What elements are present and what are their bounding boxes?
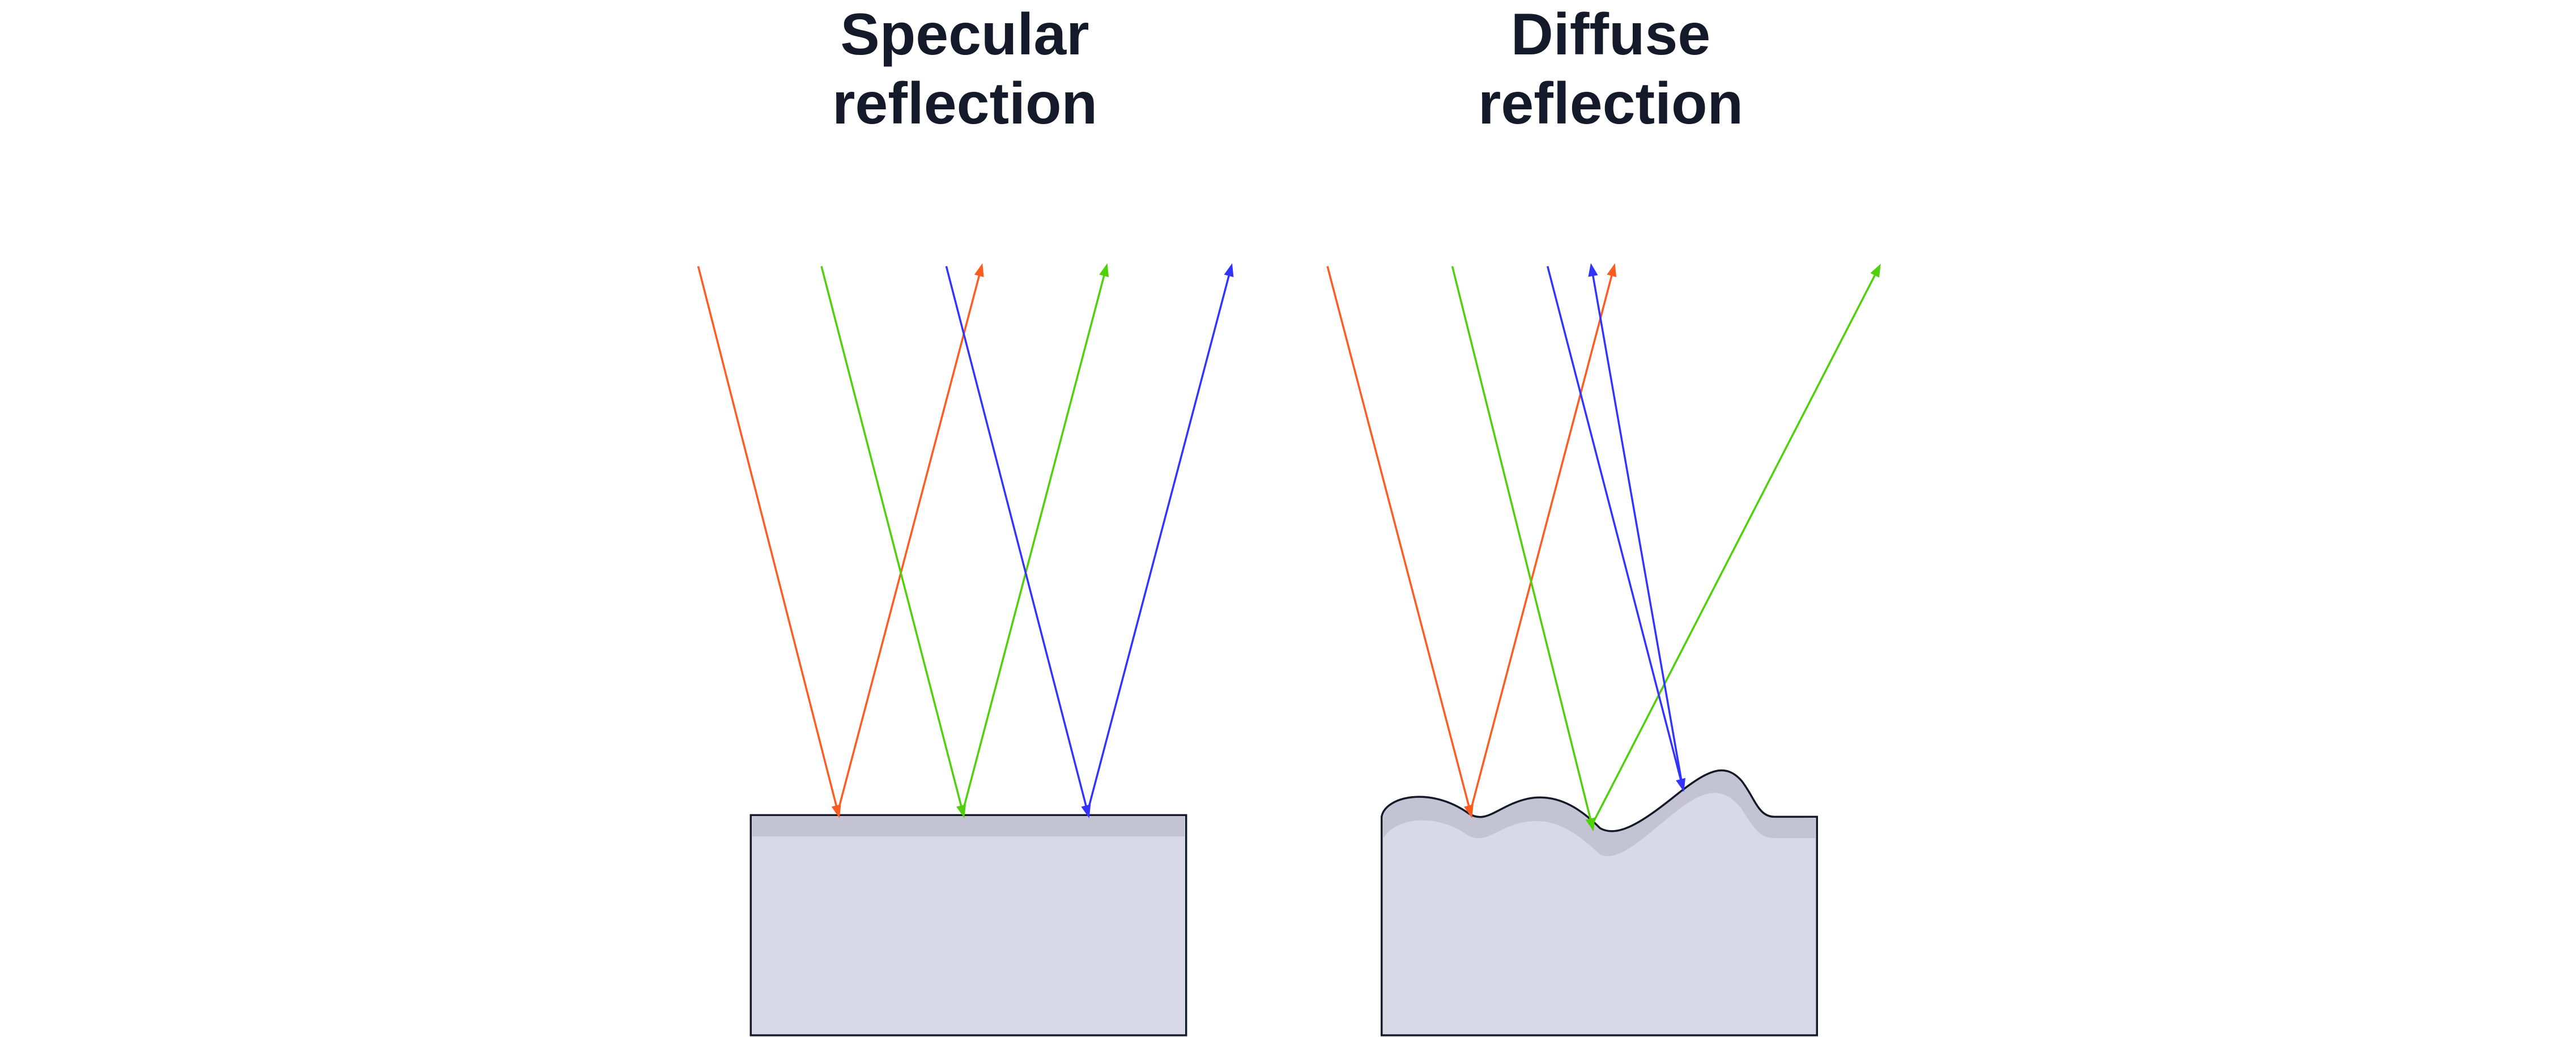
specular-rays [697,263,1234,818]
green-incident-ray [820,266,966,818]
rough-surface [1381,769,1818,1036]
red-reflected-ray [837,263,984,813]
green-incident-ray [1451,266,1595,832]
specular-title: Specular reflection [832,2,1098,137]
blue-reflected-ray [1588,263,1684,786]
red-reflected-ray [1469,263,1617,813]
red-incident-ray [1326,266,1474,818]
blue-incident-ray [1546,266,1685,792]
blue-incident-ray [945,266,1091,818]
green-reflected-ray [961,263,1109,813]
diffuse-rays [1326,263,1881,832]
red-incident-ray [697,266,841,818]
flat-surface [750,814,1187,1036]
blue-reflected-ray [1087,263,1234,813]
green-reflected-ray [1591,264,1881,826]
diffuse-title: Diffuse reflection [1478,2,1744,137]
